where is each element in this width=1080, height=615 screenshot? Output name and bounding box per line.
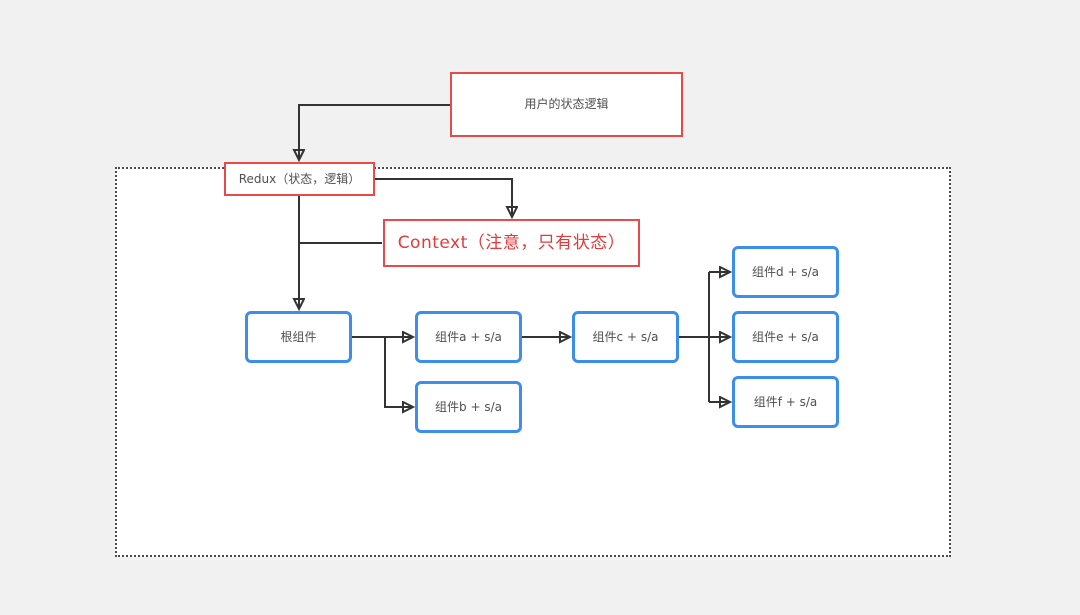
node-component-b: 组件b + s/a (415, 381, 522, 433)
node-context: Context（注意，只有状态） (383, 219, 640, 267)
node-component-e-label: 组件e + s/a (752, 329, 819, 344)
node-user-state-logic: 用户的状态逻辑 (450, 72, 683, 137)
node-component-d: 组件d + s/a (732, 246, 839, 298)
node-component-a-label: 组件a + s/a (435, 329, 502, 344)
node-component-b-label: 组件b + s/a (435, 399, 502, 414)
node-component-e: 组件e + s/a (732, 311, 839, 363)
arrow-root-to-b (384, 337, 413, 407)
node-root-component: 根组件 (245, 311, 352, 363)
node-redux: Redux（状态，逻辑） (224, 162, 375, 196)
node-component-f-label: 组件f + s/a (753, 394, 818, 409)
node-component-f: 组件f + s/a (732, 376, 839, 428)
node-root-component-label: 根组件 (280, 329, 317, 344)
node-component-c: 组件c + s/a (572, 311, 679, 363)
node-component-c-label: 组件c + s/a (592, 329, 659, 344)
node-component-a: 组件a + s/a (415, 311, 522, 363)
node-context-label: Context（注意，只有状态） (397, 232, 626, 253)
node-component-d-label: 组件d + s/a (752, 264, 819, 279)
node-user-state-logic-label: 用户的状态逻辑 (524, 97, 609, 112)
arrow-userlogic-to-redux (299, 104, 450, 160)
arrow-redux-to-context (375, 178, 512, 217)
node-redux-label: Redux（状态，逻辑） (238, 171, 361, 186)
